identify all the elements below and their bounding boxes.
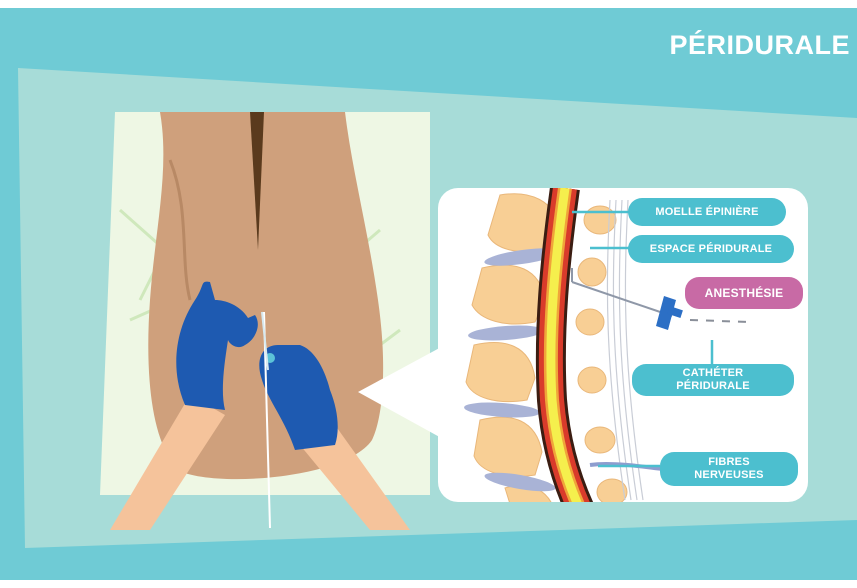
label-espace-text: ESPACE PÉRIDURALE: [650, 243, 772, 256]
label-moelle-epiniere: MOELLE ÉPINIÈRE: [628, 198, 786, 226]
label-anesthesie: ANESTHÉSIE: [685, 277, 803, 309]
label-catheter-line1: CATHÉTER: [683, 367, 744, 380]
label-fibres-nerveuses: FIBRES NERVEUSES: [660, 452, 798, 486]
label-fibres-line1: FIBRES: [708, 456, 750, 469]
label-fibres-line2: NERVEUSES: [694, 469, 763, 482]
label-catheter-peridurale: CATHÉTER PÉRIDURALE: [632, 364, 794, 396]
label-moelle-text: MOELLE ÉPINIÈRE: [655, 206, 758, 219]
label-anesthesie-text: ANESTHÉSIE: [705, 287, 784, 300]
label-catheter-line2: PÉRIDURALE: [676, 380, 750, 393]
label-espace-peridurale: ESPACE PÉRIDURALE: [628, 235, 794, 263]
page-title: PÉRIDURALE: [640, 30, 850, 61]
